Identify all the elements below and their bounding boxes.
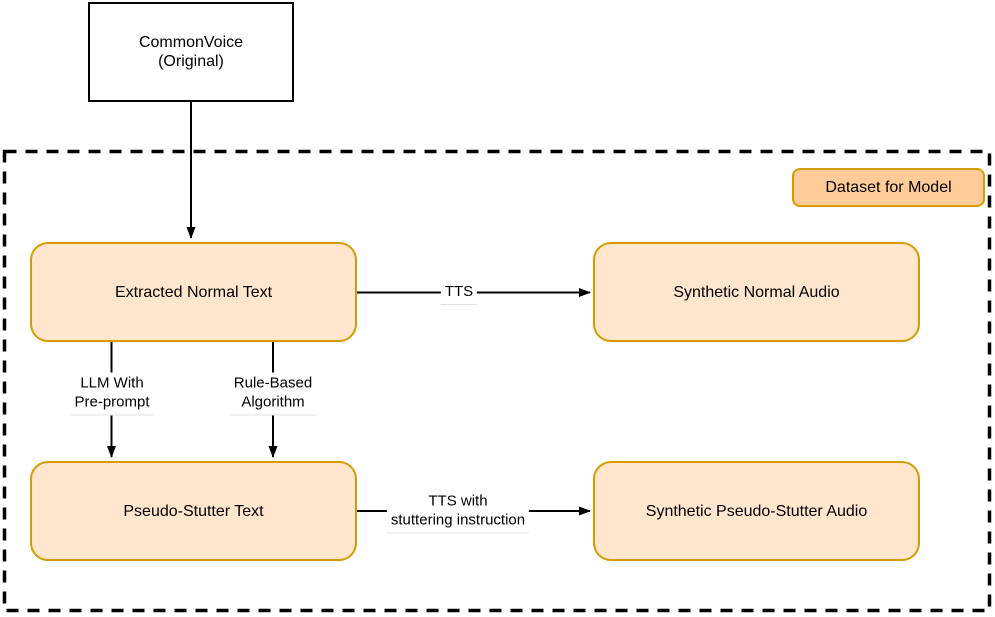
edge-label-tts-text: TTS <box>444 283 474 300</box>
synthetic-normal-audio-label: Synthetic Normal Audio <box>673 283 840 301</box>
edge-label-tts-stutter-line1: TTS with <box>428 492 488 510</box>
edge-label-rule-line2: Algorithm <box>241 393 305 411</box>
synthetic-pseudo-stutter-audio-box: Synthetic Pseudo-Stutter Audio <box>593 461 920 561</box>
commonvoice-label-line2: (Original) <box>158 53 224 70</box>
pseudo-stutter-text-label: Pseudo-Stutter Text <box>123 502 264 520</box>
dataset-for-model-badge: Dataset for Model <box>792 168 985 207</box>
pseudo-stutter-text-box: Pseudo-Stutter Text <box>30 461 357 561</box>
edge-label-llm-line1: LLM With <box>80 374 144 392</box>
dataset-container-border <box>2 149 992 613</box>
commonvoice-label-line1: CommonVoice <box>138 34 244 51</box>
edge-label-llm-line2: Pre-prompt <box>74 393 150 411</box>
edge-label-llm-with-preprompt: LLM With Pre-prompt <box>70 372 154 416</box>
edge-label-tts: TTS <box>440 281 478 305</box>
edge-label-rule-based-algorithm: Rule-Based Algorithm <box>229 372 317 416</box>
edge-label-rule-line1: Rule-Based <box>233 374 313 392</box>
dataset-for-model-label: Dataset for Model <box>825 178 952 196</box>
extracted-normal-text-box: Extracted Normal Text <box>30 242 357 342</box>
edge-label-tts-stutter-line2: stuttering instruction <box>390 511 526 529</box>
synthetic-pseudo-stutter-audio-label: Synthetic Pseudo-Stutter Audio <box>645 502 868 520</box>
synthetic-normal-audio-box: Synthetic Normal Audio <box>593 242 920 342</box>
commonvoice-box: CommonVoice (Original) <box>88 2 294 102</box>
extracted-normal-text-label: Extracted Normal Text <box>114 283 273 301</box>
edge-label-tts-with-stuttering-instruction: TTS with stuttering instruction <box>386 490 530 534</box>
